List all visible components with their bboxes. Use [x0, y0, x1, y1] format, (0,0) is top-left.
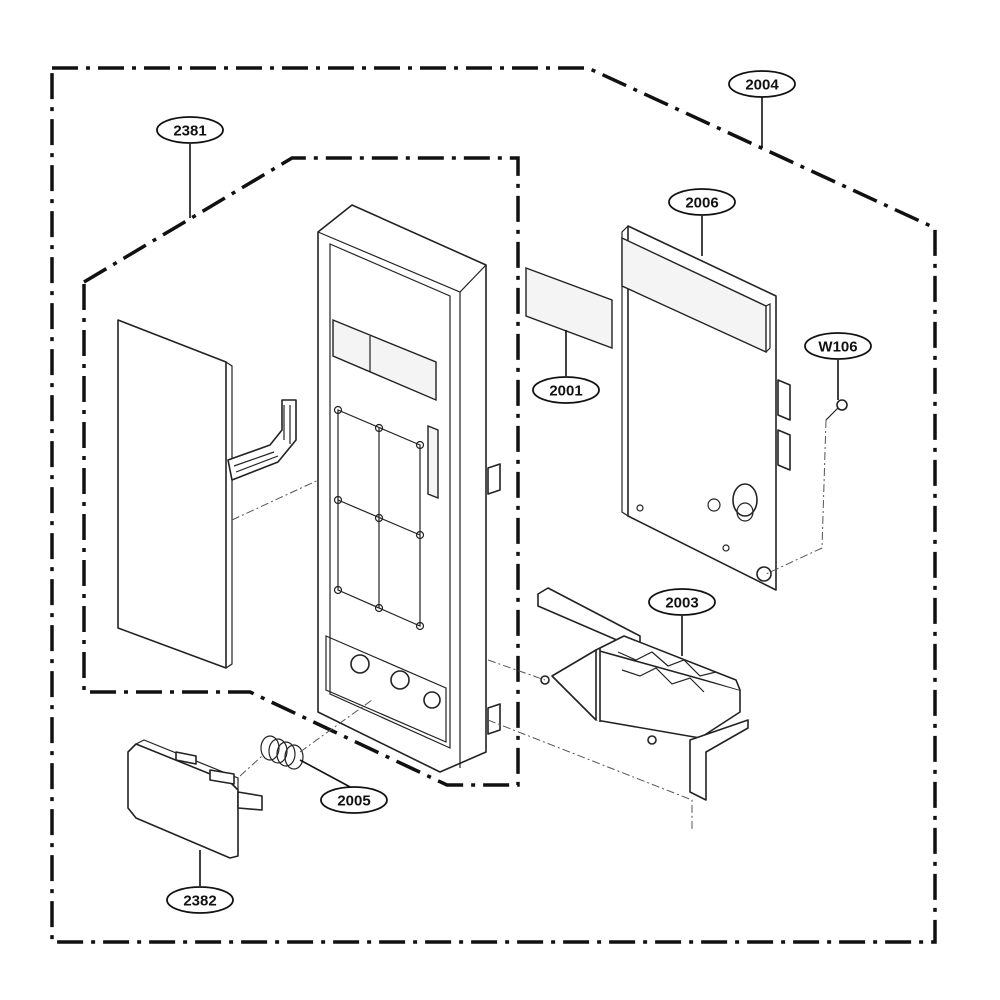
callout-2001-label: 2001 [549, 383, 582, 400]
callout-2005-label: 2005 [337, 793, 370, 810]
control-panel-frame [317, 204, 501, 773]
leader-2005 [299, 759, 353, 789]
callout-2003-label: 2003 [665, 595, 698, 612]
callout-w106-label: W106 [818, 339, 857, 356]
callout-2006: 2006 [668, 188, 736, 216]
assembly-2381-outline [82, 156, 520, 787]
callout-2004: 2004 [728, 70, 796, 98]
callout-2003: 2003 [648, 588, 716, 616]
callout-2381-label: 2381 [173, 123, 206, 140]
callout-2004-label: 2004 [745, 77, 779, 94]
part-2001-pad [525, 266, 613, 350]
callout-w106: W106 [804, 332, 872, 360]
part-w106-screw [825, 399, 848, 421]
callout-2006-label: 2006 [685, 195, 718, 212]
membrane-keypad [117, 319, 341, 669]
callout-2005: 2005 [320, 786, 388, 814]
latch-guide-line [487, 659, 693, 830]
part-2006-pcb [621, 225, 791, 591]
callout-2382: 2382 [166, 886, 234, 914]
callout-2382-label: 2382 [183, 893, 216, 910]
part-2003-latch-bracket [537, 587, 749, 801]
screw-guide-line [765, 419, 827, 575]
part-2382-button [127, 739, 263, 859]
callout-2001: 2001 [532, 376, 600, 404]
part-2005-spring [260, 699, 373, 770]
callout-2381: 2381 [156, 116, 224, 144]
